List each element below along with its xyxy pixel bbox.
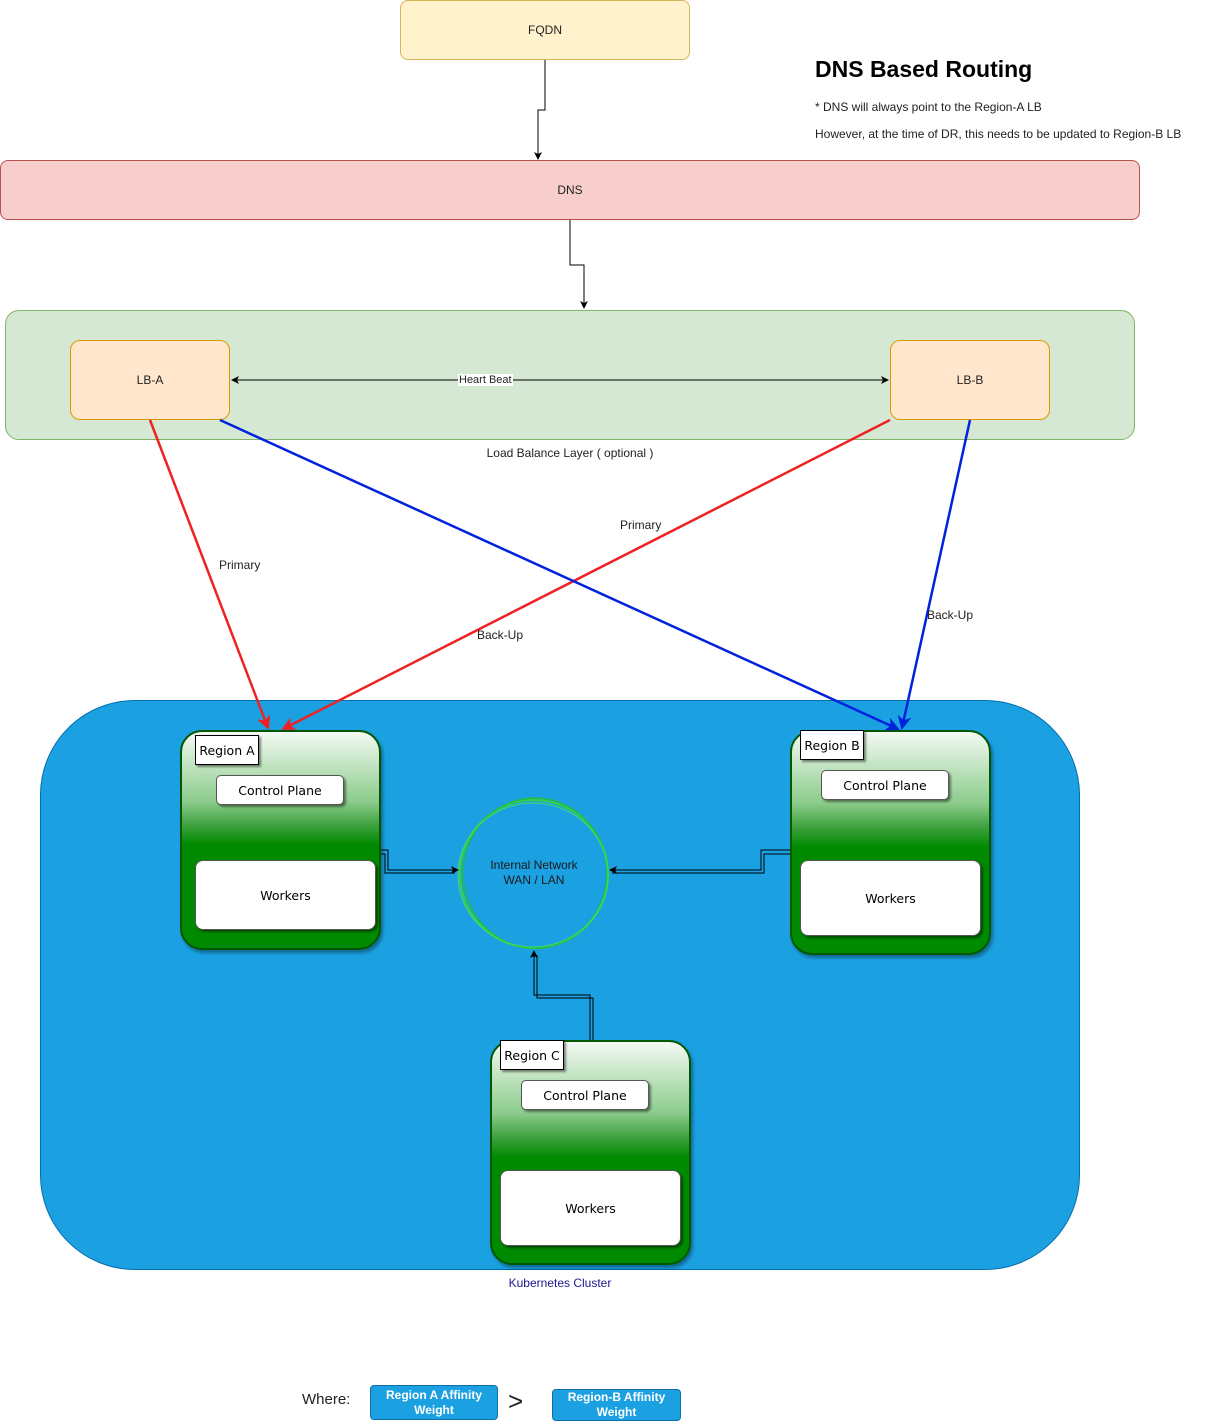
region-a-workers[interactable]: Workers (195, 860, 376, 930)
backup-label-right: Back-Up (927, 608, 974, 622)
lb-layer-caption: Load Balance Layer ( optional ) (486, 446, 654, 460)
region-c-label: Region C (500, 1040, 564, 1070)
lb-a-to-region-b-arrow (219, 418, 900, 731)
lb-b-backup-arrow (897, 419, 972, 730)
dns-node[interactable]: DNS (0, 160, 1140, 220)
lb-b-node[interactable]: LB-B (890, 340, 1050, 420)
primary-label-left: Primary (219, 558, 261, 572)
region-b-label: Region B (800, 730, 864, 760)
region-b-to-network-link (609, 849, 790, 874)
region-a-control-plane[interactable]: Control Plane (216, 775, 344, 805)
lb-b-backup-to-region-a-arrow (281, 418, 891, 731)
note-line-1: * DNS will always point to the Region-A … (815, 100, 1042, 114)
greater-than-sign: > (508, 1386, 524, 1416)
fqdn-to-dns-arrow (534, 60, 546, 160)
region-b-control-plane[interactable]: Control Plane (821, 770, 949, 800)
fqdn-node[interactable]: FQDN (400, 0, 690, 60)
region-b-workers[interactable]: Workers (800, 860, 981, 936)
backup-label-center: Back-Up (477, 628, 524, 642)
diagram-title: DNS Based Routing (815, 56, 1033, 82)
region-c-to-network-link (530, 950, 594, 1040)
cluster-caption: Kubernetes Cluster (508, 1276, 612, 1290)
region-a-to-network-link (381, 849, 459, 874)
internal-network-ring[interactable] (457, 797, 610, 950)
network-label-line-1: Internal Network (490, 858, 578, 872)
lb-a-primary-arrow (148, 419, 271, 730)
network-label-line-2: WAN / LAN (503, 873, 565, 887)
lb-a-node[interactable]: LB-A (70, 340, 230, 420)
region-a-affinity-weight[interactable]: Region A Affinity Weight (370, 1385, 498, 1420)
dns-to-lb-layer-arrow (569, 220, 588, 309)
heartbeat-label: Heart Beat (458, 374, 513, 386)
legend-where-label: Where: (302, 1391, 351, 1408)
region-c-control-plane[interactable]: Control Plane (521, 1080, 649, 1110)
region-c-workers[interactable]: Workers (500, 1170, 681, 1246)
internal-network-label: Internal Network WAN / LAN (478, 858, 590, 888)
region-a-label: Region A (195, 735, 259, 765)
region-b-affinity-weight[interactable]: Region-B Affinity Weight (552, 1389, 681, 1421)
primary-label-center: Primary (620, 518, 662, 532)
note-line-2: However, at the time of DR, this needs t… (815, 127, 1182, 141)
